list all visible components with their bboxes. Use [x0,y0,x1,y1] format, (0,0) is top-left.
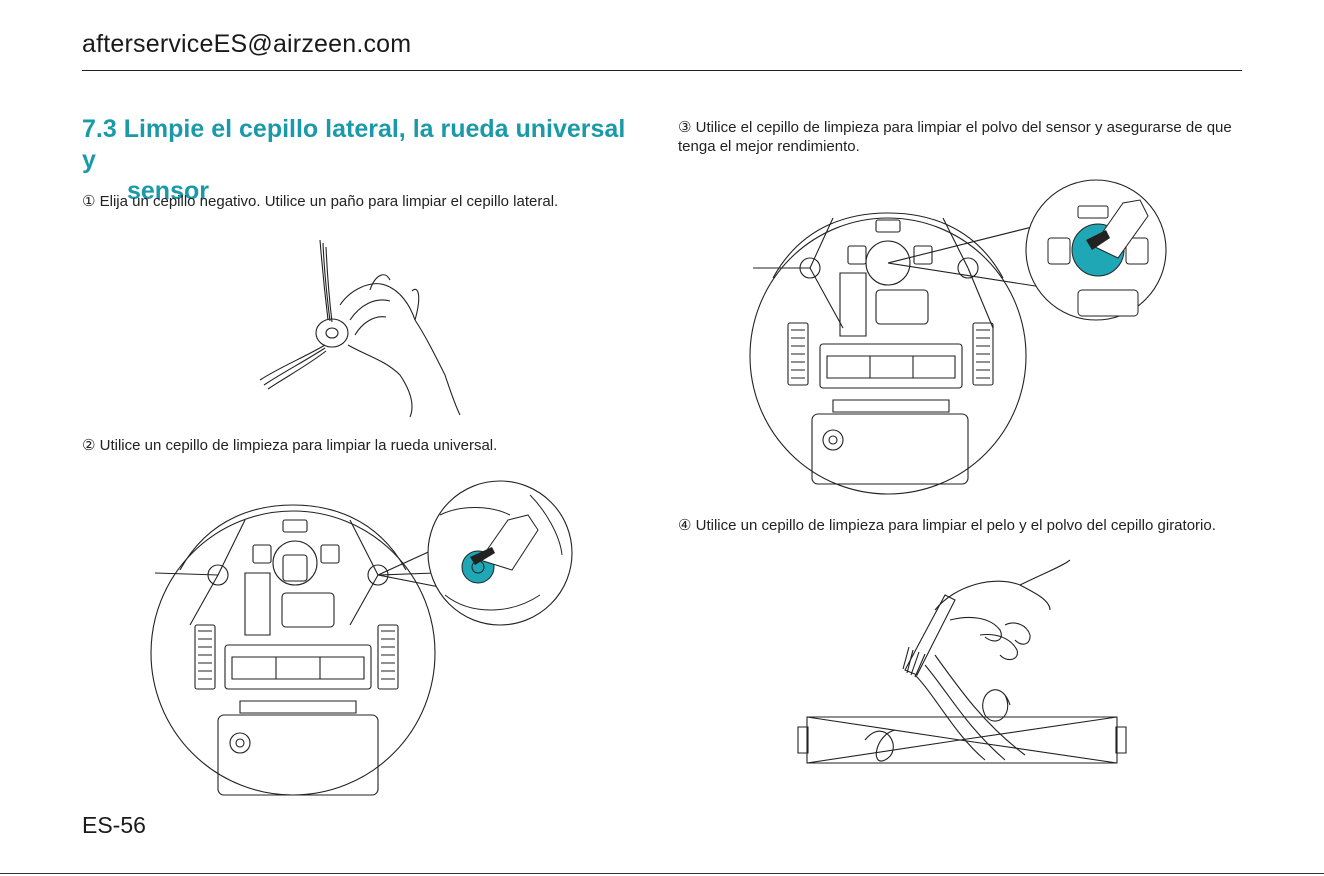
step-3-text: ③ Utilice el cepillo de limpieza para li… [678,118,1238,156]
header-divider [82,70,1242,71]
universal-wheel-cleaning-illustration [150,475,590,805]
page-number: ES-56 [82,812,146,839]
step-2-text: ② Utilice un cepillo de limpieza para li… [82,436,642,455]
footer-divider [0,873,1324,874]
roller-brush-cleaning-illustration [795,555,1125,785]
step-1-text: ① Elija un cepillo negativo. Utilice un … [82,192,642,211]
header-email: afterserviceES@airzeen.com [82,30,411,59]
sensor-cleaning-illustration [748,178,1173,498]
section-title-line1: 7.3 Limpie el cepillo lateral, la rueda … [82,115,625,174]
side-brush-cleaning-illustration [250,235,465,420]
step-4-text: ④ Utilice un cepillo de limpieza para li… [678,516,1238,535]
